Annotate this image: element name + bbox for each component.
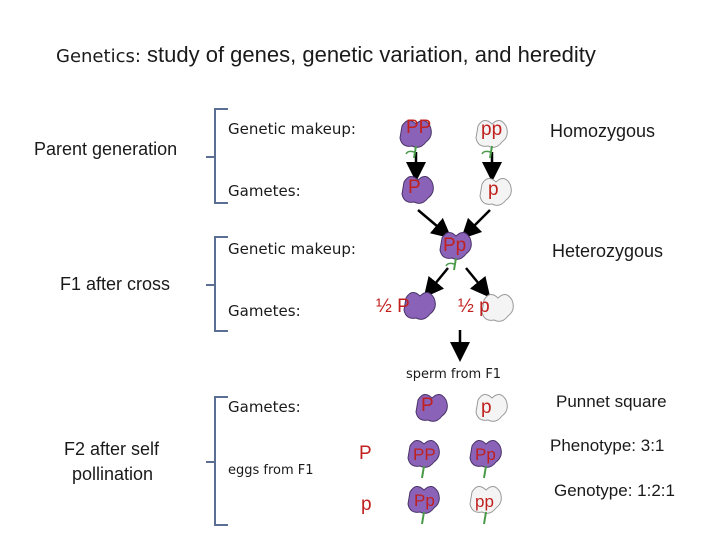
genotype-Pp-f1: Pp: [443, 235, 467, 256]
flower-purple-gamete-P-parent: [401, 176, 434, 204]
page-title: Genetics: study of genes, genetic variat…: [56, 44, 596, 66]
gamete-P-parent: P: [408, 177, 421, 198]
flower-white-halfp: [481, 294, 514, 322]
parent-bracket: [206, 108, 228, 204]
parent-makeup-label: Genetic makeup:: [228, 120, 356, 138]
f1-bracket: [206, 236, 228, 332]
genotype-PP: PP: [406, 117, 432, 138]
flower-white-punnett-pp: [469, 486, 502, 525]
f1-gametes-label: Gametes:: [228, 302, 301, 320]
parent-gametes-label: Gametes:: [228, 182, 301, 200]
f1-label: F1 after cross: [60, 274, 171, 294]
arrow-Pp-to-halfp: [465, 267, 491, 298]
flower-purple-PP: [399, 120, 432, 159]
f1-makeup-label: Genetic makeup:: [228, 240, 356, 258]
f2-label-line1: F2 after self: [64, 439, 160, 459]
punnett-col-p: p: [481, 397, 492, 418]
arrow-p-to-Pp: [460, 209, 491, 240]
phenotype-ratio: Phenotype: 3:1: [550, 436, 665, 455]
flower-white-pp: [475, 120, 508, 159]
eggs-label: eggs from F1: [228, 463, 314, 478]
flower-purple-punnett-Pp-top: [469, 440, 502, 479]
title-prefix: Genetics:: [56, 46, 141, 67]
punnett-row-p: p: [361, 494, 372, 515]
f2-label-line2: pollination: [72, 464, 154, 484]
flower-purple-punnett-PP: [407, 440, 440, 479]
f2-bracket: [206, 396, 228, 526]
heterozygous-note: Heterozygous: [552, 241, 664, 261]
flower-purple-punnett-Pp-bottom: [407, 486, 440, 525]
arrow-P-to-Pp: [417, 209, 452, 239]
flower-purple-gamete-P: [415, 394, 448, 422]
title-rest: study of genes, genetic variation, and h…: [147, 42, 596, 67]
punnet-square-note: Punnet square: [556, 392, 667, 411]
homozygous-note: Homozygous: [550, 121, 656, 141]
punnett-col-P: P: [421, 395, 434, 416]
punnett-cell: PP: [413, 445, 436, 464]
f1-gamete-half-p: ½ p: [458, 296, 490, 317]
punnett-row-P: P: [359, 443, 372, 464]
genotype-ratio: Genotype: 1:2:1: [554, 481, 675, 500]
genotype-pp: pp: [481, 119, 503, 140]
punnett-cell: pp: [475, 492, 494, 511]
sperm-label: sperm from F1: [406, 367, 502, 382]
flower-purple-gamete-p: [475, 394, 508, 422]
f1-gamete-half-P: ½ P: [376, 296, 410, 317]
flower-purple-f1: [439, 232, 472, 271]
flower-white-gamete-p-parent: [479, 178, 512, 206]
gamete-p-parent: p: [488, 179, 499, 200]
f2-gametes-label: Gametes:: [228, 398, 301, 416]
punnett-cell: Pp: [475, 445, 496, 464]
punnett-cell: Pp: [414, 491, 435, 510]
arrow-Pp-to-halfP: [423, 267, 449, 298]
flower-purple-halfP: [403, 292, 436, 320]
parent-generation-label: Parent generation: [34, 139, 178, 159]
